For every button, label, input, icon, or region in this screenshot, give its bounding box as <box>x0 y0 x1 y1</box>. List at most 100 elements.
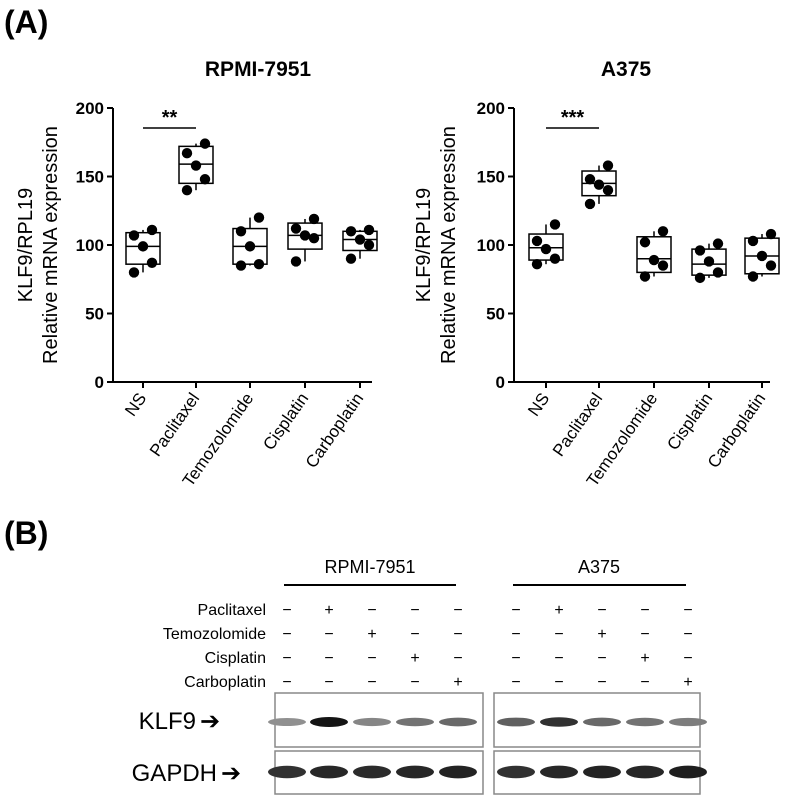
y-tick-label: 100 <box>76 236 104 255</box>
blot-group-label: A375 <box>578 557 620 577</box>
blot-band <box>669 717 707 727</box>
treatment-label: Temozolomide <box>163 626 266 643</box>
data-point <box>244 241 256 252</box>
significance-label: *** <box>561 107 585 129</box>
y-tick-label: 100 <box>477 236 505 255</box>
blot-band <box>497 765 535 779</box>
data-point <box>584 198 596 210</box>
blot-row-label: KLF9 <box>139 708 196 735</box>
panel-b-label: (B) <box>4 515 48 551</box>
treatment-sign: − <box>640 674 649 691</box>
treatment-sign: − <box>453 650 462 667</box>
x-tick-label: Paclitaxel <box>549 389 606 460</box>
treatment-sign: − <box>453 602 462 619</box>
data-point <box>694 245 706 256</box>
treatment-sign: − <box>554 650 563 667</box>
data-point <box>756 250 768 262</box>
treatment-sign: + <box>324 602 333 619</box>
x-tick-label: Paclitaxel <box>146 389 203 460</box>
data-point <box>602 185 614 196</box>
data-point <box>299 230 311 241</box>
chart-rpmi-7951: RPMI-7951 KLF9/RPL19 Relative mRNA expre… <box>15 58 378 490</box>
data-point <box>354 234 366 245</box>
data-point <box>639 237 651 248</box>
treatment-sign: − <box>282 674 291 691</box>
data-point <box>703 256 715 267</box>
box <box>636 236 672 274</box>
blot-band <box>669 765 707 779</box>
box <box>691 248 727 276</box>
western-blot: RPMI-7951 A375 Paclitaxel Temozolomide C… <box>132 557 707 795</box>
data-point <box>747 235 759 247</box>
treatment-sign: − <box>324 674 333 691</box>
data-point <box>199 174 211 185</box>
blot-band <box>583 717 621 727</box>
treatment-sign: + <box>554 602 563 619</box>
data-point <box>290 223 302 234</box>
data-point <box>712 238 724 249</box>
treatment-sign: − <box>554 674 563 691</box>
blot-band <box>310 765 348 779</box>
treatment-sign: − <box>640 626 649 643</box>
y-axis-label-line1: KLF9/RPL19 <box>413 188 435 303</box>
treatment-sign: − <box>410 674 419 691</box>
data-point <box>694 272 706 284</box>
blot-row-label: GAPDH <box>132 760 217 787</box>
blot-band <box>268 765 306 779</box>
data-point <box>584 174 596 185</box>
treatment-label: Paclitaxel <box>198 602 266 619</box>
treatment-sign: − <box>282 626 291 643</box>
data-point <box>531 258 543 270</box>
data-point <box>549 219 561 230</box>
treatment-sign: + <box>367 626 376 643</box>
blot-band <box>497 717 535 727</box>
blot-band <box>353 717 391 727</box>
blot-band <box>268 717 306 727</box>
y-tick-label: 50 <box>85 305 104 324</box>
blot-band <box>626 717 664 727</box>
data-point <box>253 258 265 270</box>
treatment-label: Cisplatin <box>205 650 266 667</box>
blot-band <box>439 717 477 727</box>
data-point <box>602 160 614 171</box>
treatment-sign: − <box>511 674 520 691</box>
treatment-sign: + <box>597 626 606 643</box>
treatment-sign: − <box>511 602 520 619</box>
box <box>342 230 378 252</box>
chart-a375: A375 KLF9/RPL19 Relative mRNA expression… <box>413 58 780 490</box>
data-point <box>747 271 759 282</box>
treatment-sign: − <box>367 674 376 691</box>
data-point <box>712 267 724 278</box>
data-point <box>181 148 193 159</box>
y-tick-label: 200 <box>477 99 505 118</box>
y-tick-label: 150 <box>76 168 104 187</box>
data-point <box>128 267 140 278</box>
blot-band <box>310 717 348 727</box>
data-point <box>363 239 375 251</box>
data-point <box>308 232 320 244</box>
treatment-sign: − <box>554 626 563 643</box>
treatment-sign: − <box>410 602 419 619</box>
blot-band <box>353 765 391 779</box>
data-point <box>345 253 357 264</box>
data-point <box>308 213 320 225</box>
treatment-sign: + <box>410 650 419 667</box>
data-point <box>290 256 302 267</box>
treatment-sign: − <box>597 650 606 667</box>
x-tick-label: Carboplatin <box>302 389 367 471</box>
treatment-sign: − <box>683 626 692 643</box>
blot-band <box>439 765 477 779</box>
y-axis-label-line2: Relative mRNA expression <box>40 126 62 364</box>
blot-band <box>626 765 664 779</box>
treatment-sign: − <box>324 626 333 643</box>
data-point <box>531 235 543 247</box>
blot-band <box>396 717 434 727</box>
data-point <box>199 138 211 149</box>
data-point <box>137 241 149 252</box>
treatment-sign: + <box>640 650 649 667</box>
x-tick-label: Cisplatin <box>259 389 312 453</box>
treatment-sign: − <box>453 626 462 643</box>
blot-band <box>540 765 578 779</box>
treatment-sign: − <box>282 650 291 667</box>
data-point <box>146 224 158 236</box>
